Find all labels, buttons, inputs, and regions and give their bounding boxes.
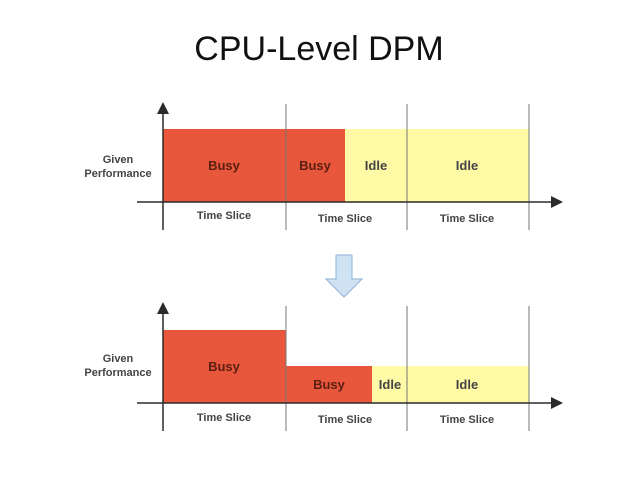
bottom-label-idle-2: Idle xyxy=(456,377,478,392)
bottom-label-idle-1: Idle xyxy=(379,377,401,392)
top-diagram: Busy Busy Idle Idle Given Performance Ti… xyxy=(84,102,563,230)
top-time-slice-1: Time Slice xyxy=(197,210,251,222)
top-block-busy-2 xyxy=(286,129,345,202)
top-time-slice-3: Time Slice xyxy=(440,213,494,225)
bottom-label-busy-1: Busy xyxy=(208,359,241,374)
transition-arrow-icon xyxy=(324,254,364,298)
top-label-busy-2: Busy xyxy=(299,158,332,173)
top-block-busy-1 xyxy=(163,129,286,202)
top-ylabel-line2: Performance xyxy=(84,168,151,180)
top-block-idle-2 xyxy=(407,129,529,202)
bottom-block-idle-1 xyxy=(372,366,407,403)
top-ylabel-line1: Given xyxy=(103,154,134,166)
top-time-slice-2: Time Slice xyxy=(318,213,372,225)
top-label-idle-2: Idle xyxy=(456,158,478,173)
top-label-idle-1: Idle xyxy=(365,158,387,173)
bottom-diagram: Busy Busy Idle Idle Given Performance Ti… xyxy=(84,302,563,431)
top-label-busy-1: Busy xyxy=(208,158,241,173)
bottom-ylabel-line1: Given xyxy=(103,353,134,365)
bottom-block-idle-2 xyxy=(407,366,529,403)
bottom-time-slice-1: Time Slice xyxy=(197,412,251,424)
bottom-label-busy-2: Busy xyxy=(313,377,346,392)
bottom-ylabel-line2: Performance xyxy=(84,367,151,379)
bottom-block-busy-1 xyxy=(163,330,286,403)
bottom-time-slice-3: Time Slice xyxy=(440,414,494,426)
page-title: CPU-Level DPM xyxy=(194,30,444,68)
bottom-block-busy-2 xyxy=(286,366,372,403)
top-block-idle-1 xyxy=(345,129,407,202)
bottom-time-slice-2: Time Slice xyxy=(318,414,372,426)
